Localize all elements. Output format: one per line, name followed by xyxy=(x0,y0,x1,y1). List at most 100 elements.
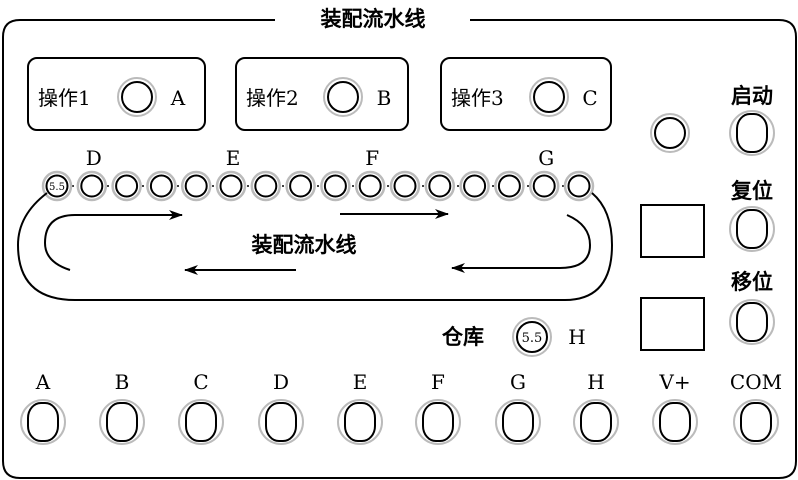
control-label: 移位 xyxy=(731,270,773,294)
terminal-label: V+ xyxy=(658,370,690,394)
operator-lamp-ring xyxy=(117,77,157,117)
conveyor-slot xyxy=(497,174,521,198)
conveyor-slot xyxy=(532,174,556,198)
terminal-vplus-cap xyxy=(659,402,691,442)
terminal-d[interactable] xyxy=(258,399,304,445)
start-button-cap xyxy=(736,113,768,153)
control-label: 启动 xyxy=(731,84,773,108)
operator-lamp xyxy=(533,81,565,113)
terminal-vplus[interactable] xyxy=(652,399,698,445)
control-label: 复位 xyxy=(730,179,773,203)
terminal-g-cap xyxy=(502,402,534,442)
display-box-1 xyxy=(640,204,705,258)
operator-lamp-ring xyxy=(323,77,363,117)
shift-button-ring xyxy=(729,299,775,345)
indicator-lamp xyxy=(650,113,690,153)
display-box-2 xyxy=(640,297,705,351)
warehouse-label: 仓库 xyxy=(441,325,484,349)
terminal-a-cap xyxy=(27,402,59,442)
operator-letter: B xyxy=(377,86,392,110)
start-button-ring xyxy=(729,110,775,156)
operator-box xyxy=(440,57,612,131)
terminal-label: G xyxy=(510,370,526,394)
operator-label: 操作3 xyxy=(451,86,504,110)
operator-box xyxy=(235,57,409,131)
terminal-d-cap xyxy=(265,402,297,442)
start-button[interactable] xyxy=(729,110,775,156)
warehouse-slot xyxy=(516,321,548,353)
terminal-label: F xyxy=(431,370,445,394)
terminal-d-ring xyxy=(258,399,304,445)
terminal-f[interactable] xyxy=(415,399,461,445)
conveyor-slot xyxy=(393,174,417,198)
warehouse-letter: H xyxy=(568,325,585,349)
terminal-com-ring xyxy=(733,399,779,445)
conveyor-slot xyxy=(45,174,69,198)
terminal-c-ring xyxy=(178,399,224,445)
terminal-h[interactable] xyxy=(573,399,619,445)
terminal-label: B xyxy=(115,370,130,394)
conveyor-slot xyxy=(428,174,452,198)
conveyor-slot xyxy=(219,174,243,198)
reset-button-ring xyxy=(729,206,775,252)
conveyor-first-value: 5.5 xyxy=(49,182,65,193)
terminal-a-ring xyxy=(20,399,66,445)
terminal-h-ring xyxy=(573,399,619,445)
terminal-b[interactable] xyxy=(99,399,145,445)
terminal-c[interactable] xyxy=(178,399,224,445)
terminal-h-cap xyxy=(580,402,612,442)
operator-box xyxy=(27,57,206,131)
shift-button-cap xyxy=(736,302,768,342)
shift-button[interactable] xyxy=(729,299,775,345)
operator-label: 操作1 xyxy=(38,86,91,110)
reset-button[interactable] xyxy=(729,206,775,252)
operator-letter: C xyxy=(582,86,597,110)
terminal-e[interactable] xyxy=(337,399,383,445)
panel-border xyxy=(2,19,797,479)
inner-left-curve xyxy=(43,210,183,271)
terminal-com-cap xyxy=(740,402,772,442)
terminal-f-ring xyxy=(415,399,461,445)
terminal-com[interactable] xyxy=(733,399,779,445)
conveyor-slot xyxy=(184,174,208,198)
conveyor-slot xyxy=(115,174,139,198)
warehouse-value: 5.5 xyxy=(522,331,543,346)
operator-lamp xyxy=(121,81,153,113)
operator-lamp xyxy=(327,81,359,113)
conveyor-slot xyxy=(254,174,278,198)
indicator-lamp-inner xyxy=(654,117,686,149)
reset-button-cap xyxy=(736,209,768,249)
conveyor-position-label: F xyxy=(365,146,379,170)
operator-letter: A xyxy=(170,86,186,110)
terminal-e-ring xyxy=(337,399,383,445)
operator-station-3: 操作3 C xyxy=(440,57,612,131)
conveyor-slot xyxy=(567,174,591,198)
terminal-c-cap xyxy=(185,402,217,442)
operator-label: 操作2 xyxy=(246,86,299,110)
terminal-e-cap xyxy=(344,402,376,442)
operator-station-1: 操作1 A xyxy=(27,57,206,131)
panel-title: 装配流水线 xyxy=(321,7,426,31)
conveyor-position-label: G xyxy=(538,146,554,170)
conveyor-loop xyxy=(16,192,614,301)
terminal-label: A xyxy=(35,370,51,394)
conveyor-slot xyxy=(149,174,173,198)
conveyor-position-label: D xyxy=(86,146,102,170)
terminal-label: COM xyxy=(730,370,782,394)
conveyor-slot xyxy=(323,174,347,198)
conveyor-position-label: E xyxy=(226,146,241,170)
conveyor-slot xyxy=(289,174,313,198)
conveyor-slot xyxy=(80,174,104,198)
terminal-label: E xyxy=(353,370,368,394)
terminal-g[interactable] xyxy=(495,399,541,445)
conveyor-slot xyxy=(463,174,487,198)
terminal-label: H xyxy=(587,370,604,394)
conveyor-slot xyxy=(358,174,382,198)
terminal-b-ring xyxy=(99,399,145,445)
inner-right-curve xyxy=(451,214,592,273)
terminal-a[interactable] xyxy=(20,399,66,445)
terminal-f-cap xyxy=(422,402,454,442)
terminal-b-cap xyxy=(106,402,138,442)
operator-station-2: 操作2 B xyxy=(235,57,409,131)
